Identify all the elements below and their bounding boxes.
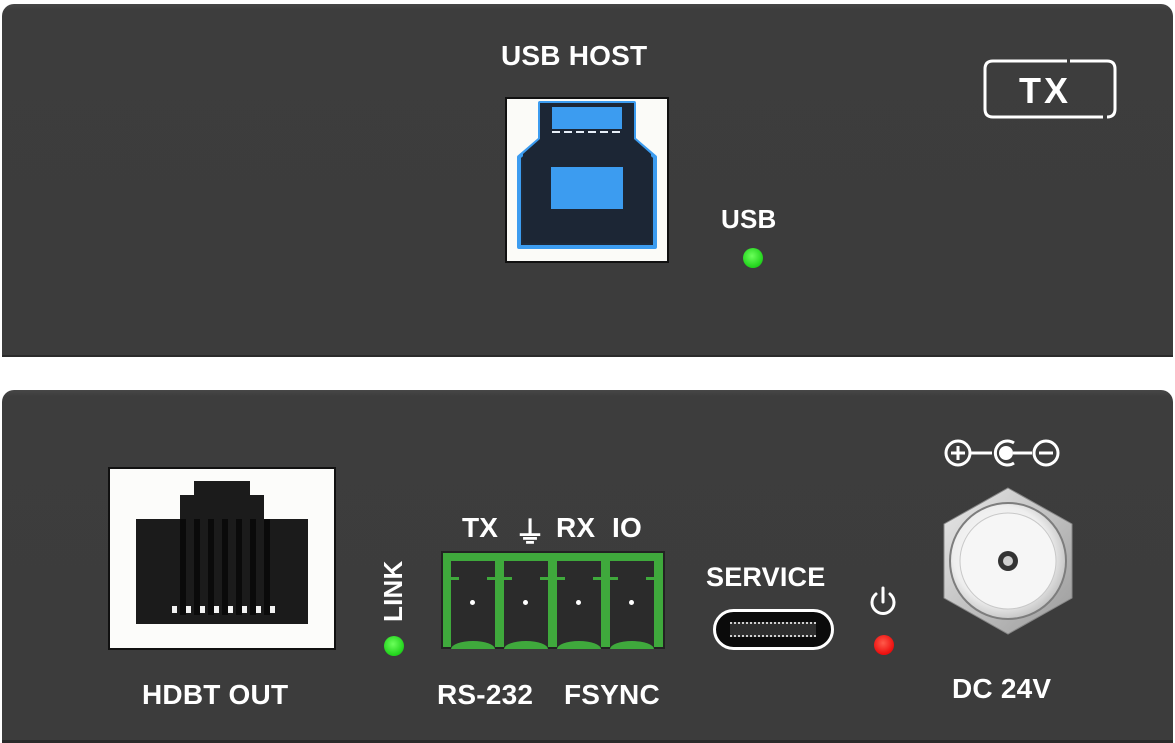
- terminal-pin: [504, 561, 548, 649]
- tx-badge-text: TX: [1019, 70, 1072, 111]
- ground-icon: ⏚: [515, 517, 546, 550]
- rs232-label: RS-232: [437, 679, 534, 710]
- power-icon: [870, 586, 896, 615]
- rj45-icon: [136, 481, 308, 624]
- dc-jack-icon: [943, 487, 1073, 635]
- service-usb-c-port[interactable]: [713, 609, 834, 650]
- usb-host-label: USB HOST: [501, 40, 648, 71]
- terminal-pin: [557, 561, 601, 649]
- link-label: LINK: [378, 560, 408, 622]
- terminal-pin: [451, 561, 495, 649]
- usb-c-tongue: [730, 622, 816, 637]
- link-status-led: [384, 636, 404, 656]
- usb-b-port[interactable]: [505, 97, 669, 263]
- fsync-label: FSYNC: [564, 679, 660, 710]
- usb-b-icon: [517, 101, 657, 249]
- power-status-led: [874, 635, 894, 655]
- terminal-block-connector[interactable]: [441, 551, 665, 649]
- tx-badge: TX: [983, 59, 1117, 119]
- dc-polarity-icon: [944, 439, 1060, 467]
- service-label: SERVICE: [706, 562, 826, 592]
- pin-label-rx: RX: [556, 512, 596, 543]
- pin-label-io: IO: [612, 512, 642, 543]
- dc-power-jack[interactable]: [942, 486, 1074, 636]
- terminal-pin: [610, 561, 654, 649]
- usb-status-led: [743, 248, 763, 268]
- hdbt-rj45-port[interactable]: [108, 467, 336, 650]
- dc-24v-label: DC 24V: [952, 673, 1052, 704]
- hdbt-out-label: HDBT OUT: [142, 679, 289, 710]
- pin-label-tx: TX: [462, 512, 499, 543]
- usb-led-label: USB: [721, 204, 777, 234]
